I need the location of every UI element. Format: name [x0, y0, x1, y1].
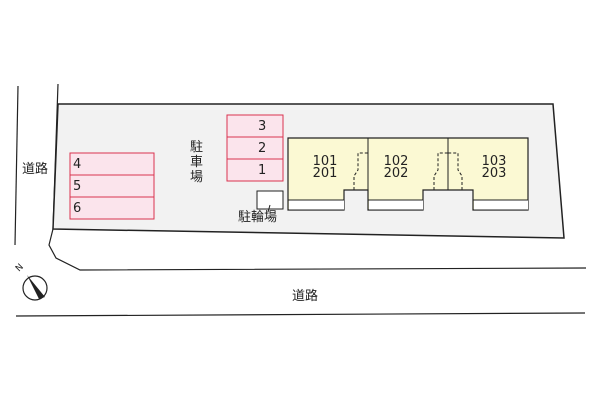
unit-number: 101	[312, 154, 338, 169]
parking-space-3	[226, 114, 284, 138]
parking-number-5: 5	[73, 179, 82, 194]
unit-number: 201	[312, 166, 338, 181]
parking-number-3: 3	[258, 119, 267, 134]
parking-label-char: 車	[190, 155, 204, 170]
parking-label-char: 駐	[190, 140, 204, 155]
bicycle-shed-pointer	[267, 204, 271, 213]
unit-number: 202	[383, 166, 409, 181]
road-edge-corner	[48, 228, 587, 271]
parking-label-char: 場	[190, 170, 204, 185]
parking-space-4	[69, 152, 155, 176]
parking-number-6: 6	[73, 201, 82, 216]
bicycle-parking-label: 駐輪場	[238, 210, 278, 225]
parking-number-1: 1	[258, 163, 267, 178]
unit-3: 103 203	[464, 154, 524, 181]
road-edge-bottom	[15, 312, 586, 317]
road-label-left: 道路	[22, 162, 49, 177]
unit-number: 102	[383, 154, 409, 169]
road-label-bottom: 道路	[292, 289, 319, 304]
parking-number-2: 2	[258, 141, 267, 156]
stairs	[353, 152, 463, 190]
unit-number: 103	[481, 154, 507, 169]
unit-2: 102 202	[366, 154, 426, 181]
road-edge-left-outer	[14, 85, 19, 246]
compass-icon	[22, 275, 48, 301]
unit-1: 101 201	[295, 154, 355, 181]
parking-space-1	[226, 158, 284, 182]
parking-space-6	[69, 196, 155, 220]
parking-space-5	[69, 174, 155, 198]
parking-number-4: 4	[73, 157, 82, 172]
parking-space-2	[226, 136, 284, 160]
unit-number: 203	[481, 166, 507, 181]
bicycle-shed	[256, 190, 284, 210]
parking-label: 駐 車 場	[190, 140, 204, 185]
